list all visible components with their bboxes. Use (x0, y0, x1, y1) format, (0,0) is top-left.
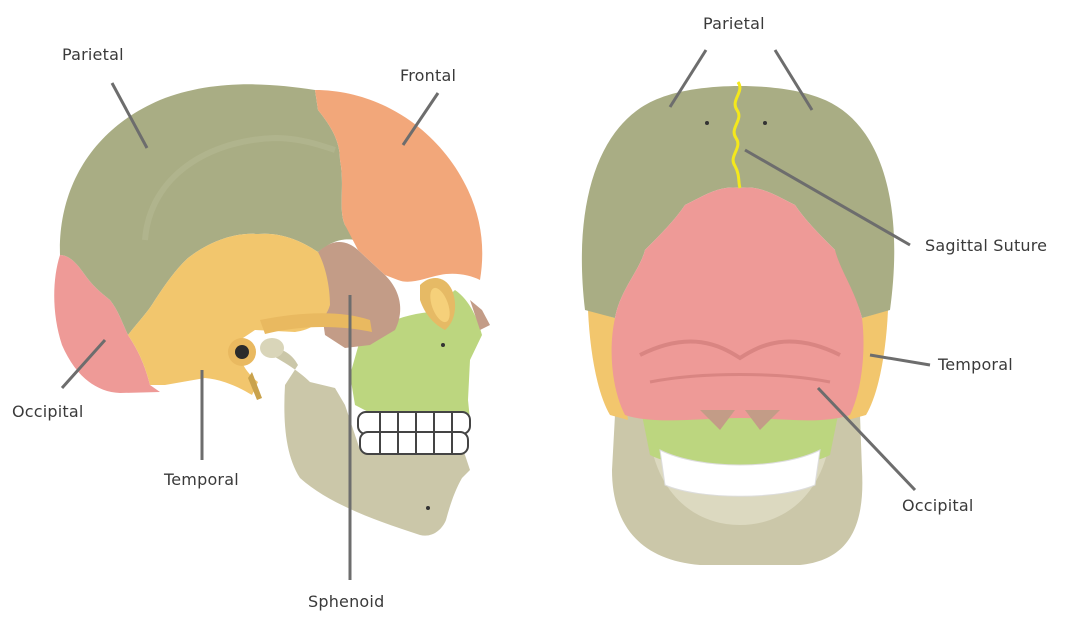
lateral-condyle (260, 338, 284, 358)
lateral-skull (54, 84, 490, 535)
posterior-skull (582, 82, 894, 565)
label-posterior-parietal: Parietal (703, 14, 765, 33)
label-lateral-temporal: Temporal (164, 470, 239, 489)
label-sagittal-suture: Sagittal Suture (925, 236, 1047, 255)
label-lateral-occipital: Occipital (12, 402, 84, 421)
label-lateral-frontal: Frontal (400, 66, 456, 85)
label-posterior-occipital: Occipital (902, 496, 974, 515)
lateral-teeth (358, 412, 470, 454)
label-lateral-sphenoid: Sphenoid (308, 592, 384, 611)
label-lateral-parietal: Parietal (62, 45, 124, 64)
label-posterior-temporal: Temporal (938, 355, 1013, 374)
